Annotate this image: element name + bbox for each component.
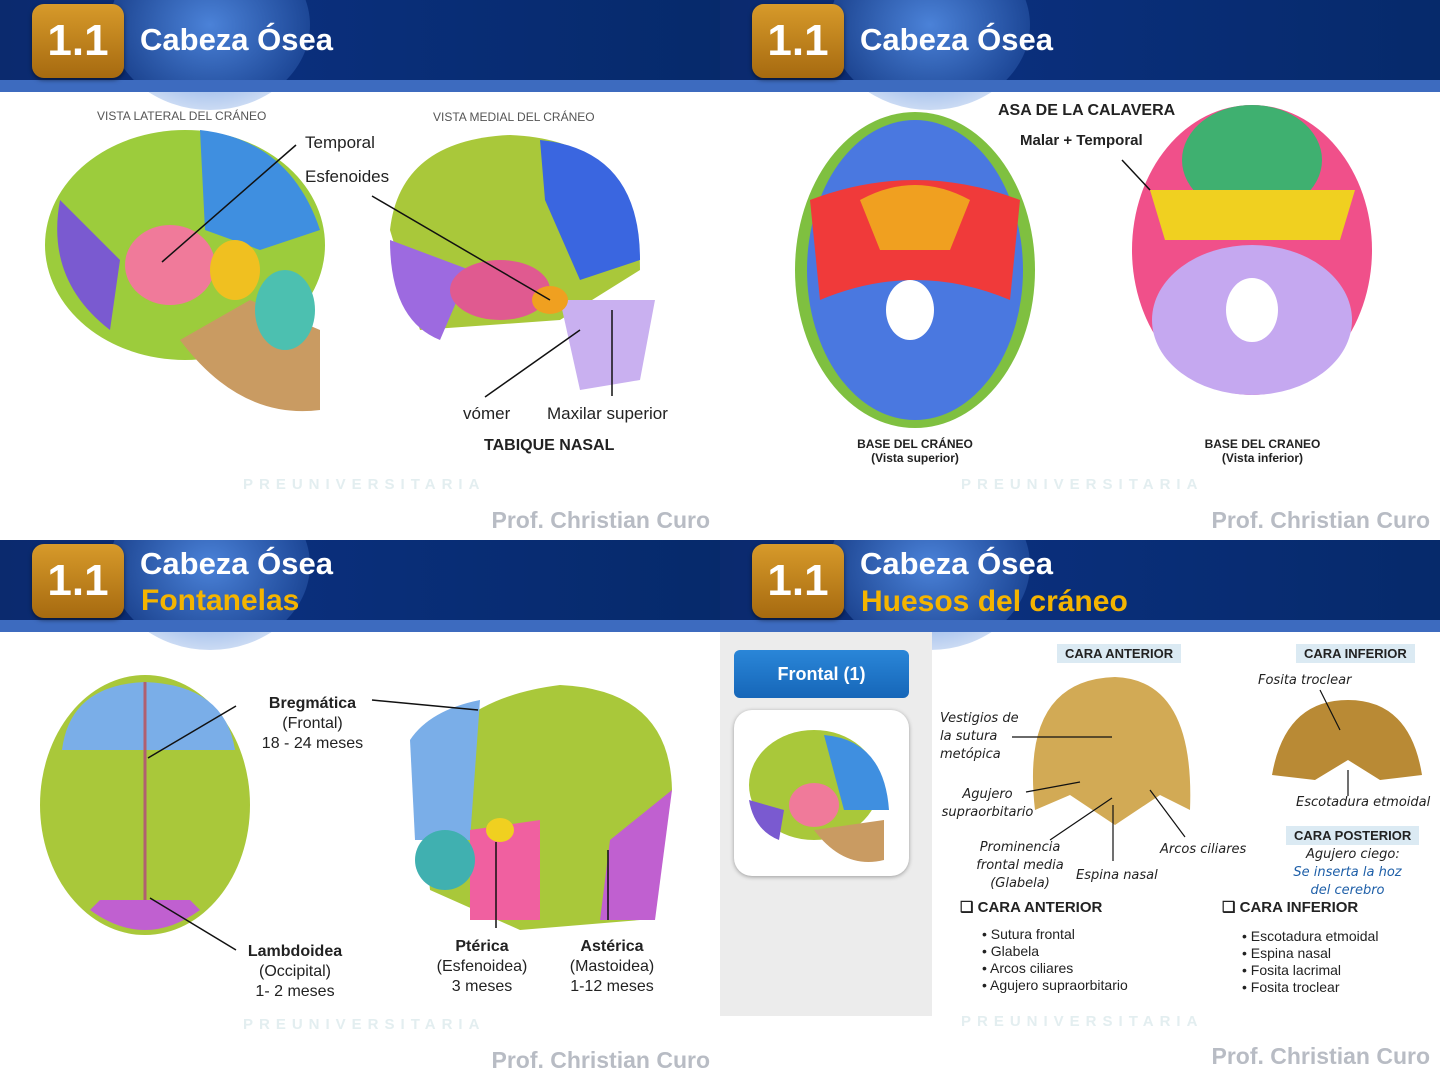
tag-cara-posterior: CARA POSTERIOR (1286, 826, 1420, 845)
caption-medial: VISTA MEDIAL DEL CRÁNEO (433, 110, 595, 124)
tag-cara-inferior: CARA INFERIOR (1296, 644, 1415, 663)
label-asa-calavera: ASA DE LA CALAVERA (998, 102, 1176, 119)
label-fosita-troclear: Fosita troclear (1258, 673, 1352, 688)
label-arrows (147, 699, 609, 951)
skull-thumbnail[interactable] (734, 710, 909, 876)
checkbox-icon: ❑ (1222, 899, 1240, 916)
label-espina-nasal: Espina nasal (1076, 868, 1158, 883)
section-badge: 1.1 (32, 544, 124, 618)
label-prominencia: Prominencia frontal media (Glabela) (976, 840, 1064, 891)
slide-title: Cabeza Ósea (140, 546, 333, 581)
slide-header: 1.1 Cabeza Ósea Fontanelas (0, 540, 720, 650)
frontal-anterior-image (1032, 677, 1191, 825)
label-esfenoides: Esfenoides (305, 167, 390, 186)
tag-cara-anterior: CARA ANTERIOR (1057, 644, 1182, 663)
slide-header: 1.1 Cabeza Ósea (0, 0, 720, 110)
watermark: PREUNIVERSITARIA (961, 476, 1204, 493)
label-asterica: Astérica(Mastoidea)1-12 meses (569, 938, 655, 995)
label-arrows (1012, 689, 1349, 861)
caption-lateral: VISTA LATERAL DEL CRÁNEO (97, 109, 267, 123)
label-arcos-ciliares: Arcos ciliares (1160, 842, 1247, 857)
section-badge: 1.1 (752, 4, 844, 78)
slide-title: Cabeza Ósea (860, 22, 1053, 57)
skull-thumbnail-image (749, 730, 889, 862)
checkbox-icon: ❑ (960, 899, 978, 916)
skull-illustrations (45, 130, 655, 412)
slide-subtitle: Huesos del cráneo (861, 585, 1128, 618)
list-cara-anterior: Sutura frontalGlabelaArcos ciliaresAguje… (982, 926, 1182, 994)
lateral-skull-image (45, 130, 325, 412)
medial-skull-image (390, 135, 655, 390)
caption-base-inferior: BASE DEL CRANEO(Vista inferior) (1204, 437, 1321, 465)
infant-skull-top-image (40, 675, 250, 935)
label-temporal: Temporal (305, 133, 375, 152)
label-vestigios: Vestigios de la sutura metópica (940, 711, 1019, 762)
label-malar-temporal: Malar + Temporal (1020, 132, 1143, 149)
watermark: PREUNIVERSITARIA (961, 1013, 1204, 1030)
frontal-bone-button[interactable]: Frontal (1) (734, 650, 909, 698)
author-credit: Prof. Christian Curo (491, 1047, 710, 1073)
label-hoz-cerebro: Se inserta la hoz del cerebro (1293, 865, 1402, 898)
author-credit: Prof. Christian Curo (491, 507, 710, 533)
label-arrows (161, 144, 613, 398)
slide-huesos-craneo: 1.1 Cabeza Ósea Huesos del cráneo Fronta… (720, 540, 1440, 1080)
label-maxilar: Maxilar superior (547, 404, 668, 423)
base-inferior-image (1132, 105, 1372, 395)
slide-subtitle: Fontanelas (141, 584, 300, 617)
frontal-inferior-image (1272, 700, 1422, 780)
label-escotadura: Escotadura etmoidal (1296, 795, 1431, 810)
label-lambdoidea: Lambdoidea(Occipital)1- 2 meses (247, 943, 343, 1000)
slide-header: 1.1 Cabeza Ósea Huesos del cráneo (720, 540, 1440, 650)
author-credit: Prof. Christian Curo (1211, 1043, 1430, 1069)
section-cara-anterior: ❑ CARA ANTERIOR Sutura frontalGlabelaArc… (960, 898, 1128, 993)
label-vomer: vómer (463, 404, 511, 423)
caption-base-superior: BASE DEL CRÁNEO(Vista superior) (857, 437, 973, 465)
slide-fontanelas: 1.1 Cabeza Ósea Fontanelas Bregmática(Fr… (0, 540, 720, 1080)
skull-base-illustrations (795, 105, 1372, 428)
slide-lateral-medial: 1.1 Cabeza Ósea VISTA LATERAL DEL CRÁNEO… (0, 0, 720, 540)
section-badge: 1.1 (32, 4, 124, 78)
slide-base-craneo: 1.1 Cabeza Ósea ASA DE LA CALAVERA Malar… (720, 0, 1440, 540)
fontanel-illustrations (40, 675, 672, 951)
slide-title: Cabeza Ósea (860, 546, 1053, 581)
label-agujero-supraorbitario: Agujero supraorbitario (941, 787, 1034, 820)
base-superior-image (795, 112, 1035, 428)
list-cara-inferior: Escotadura etmoidalEspina nasalFosita la… (1242, 928, 1440, 996)
infant-skull-side-image (410, 685, 672, 930)
author-credit: Prof. Christian Curo (1211, 507, 1430, 533)
label-pterica: Ptérica(Esfenoidea)3 meses (436, 938, 528, 995)
watermark: PREUNIVERSITARIA (243, 1016, 486, 1033)
label-tabique-nasal: TABIQUE NASAL (484, 437, 615, 454)
label-bregmatica: Bregmática(Frontal)18 - 24 meses (261, 695, 364, 752)
watermark: PREUNIVERSITARIA (243, 476, 486, 493)
label-agujero-ciego: Agujero ciego: (1306, 847, 1400, 862)
slide-header: 1.1 Cabeza Ósea (720, 0, 1440, 110)
section-cara-inferior: ❑ CARA INFERIOR Escotadura etmoidalEspin… (1222, 898, 1378, 995)
frontal-bone-illustrations (1012, 677, 1422, 861)
slide-title: Cabeza Ósea (140, 22, 333, 57)
section-badge: 1.1 (752, 544, 844, 618)
